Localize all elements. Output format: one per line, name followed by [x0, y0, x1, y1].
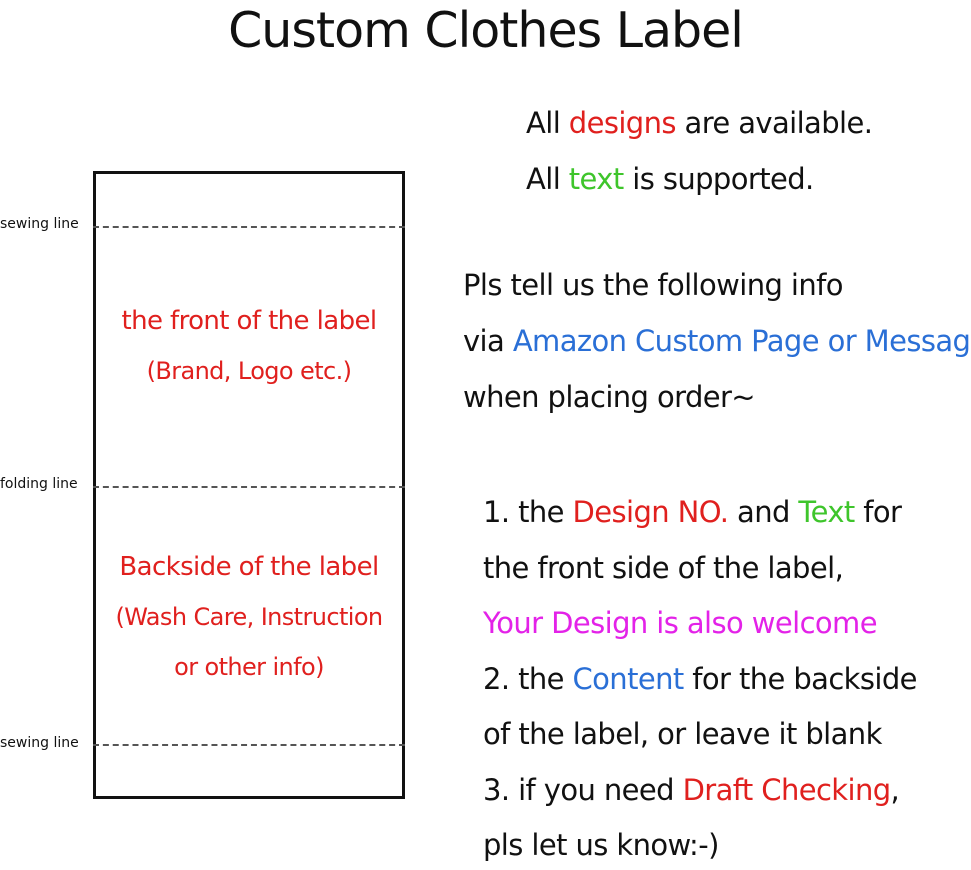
sewing-line-bottom — [93, 744, 405, 746]
text-segment: via — [463, 324, 513, 358]
back-subtitle-1: (Wash Care, Instruction — [115, 603, 383, 631]
text-segment: , — [890, 773, 900, 807]
text-segment: and — [728, 495, 799, 529]
front-section: the front of the label (Brand, Logo etc.… — [93, 296, 405, 396]
text-segment: All — [526, 106, 569, 140]
back-subtitle-2: or other info) — [174, 653, 324, 681]
text-segment: 2. the — [483, 662, 573, 696]
text-segment: for the backside — [683, 662, 917, 696]
sewing-line-top-label: sewing line — [0, 216, 79, 232]
availability-line-1: All designs are available. — [526, 106, 873, 140]
page-title: Custom Clothes Label — [228, 2, 744, 59]
step-2-line-1: 2. the Content for the backside — [483, 662, 918, 696]
back-section: Backside of the label (Wash Care, Instru… — [93, 542, 405, 692]
text-segment: are available. — [675, 106, 873, 140]
availability-line-2: All text is supported. — [526, 162, 814, 196]
step-2-line-2: of the label, or leave it blank — [483, 717, 882, 751]
text-segment: is supported. — [623, 162, 814, 196]
request-line-3: when placing order~ — [463, 380, 756, 414]
text-segment: 1. the — [483, 495, 573, 529]
content-highlight: Content — [572, 662, 685, 696]
text-highlight: Text — [798, 495, 855, 529]
designs-highlight: designs — [568, 106, 677, 140]
text-segment: for — [854, 495, 902, 529]
text-segment: 3. if you need — [483, 773, 683, 807]
front-subtitle: (Brand, Logo etc.) — [146, 357, 352, 385]
step-1-line-2: the front side of the label, — [483, 551, 844, 585]
sewing-line-bottom-label: sewing line — [0, 735, 79, 751]
text-segment: All — [526, 162, 569, 196]
step-3-line-1: 3. if you need Draft Checking, — [483, 773, 900, 807]
front-title: the front of the label — [121, 306, 378, 336]
draft-checking-highlight: Draft Checking — [682, 773, 892, 807]
step-3-line-2: pls let us know:-) — [483, 828, 719, 862]
sewing-line-top — [93, 226, 405, 228]
folding-line — [93, 486, 405, 488]
back-title: Backside of the label — [119, 552, 379, 582]
request-line-2: via Amazon Custom Page or Message — [463, 324, 971, 358]
design-no-highlight: Design NO. — [572, 495, 730, 529]
amazon-custom-highlight: Amazon Custom Page or Message — [512, 324, 971, 358]
step-1-line-3: Your Design is also welcome — [483, 606, 878, 640]
text-highlight: text — [568, 162, 624, 196]
step-1-line-1: 1. the Design NO. and Text for — [483, 495, 902, 529]
label-outline — [93, 171, 405, 799]
folding-line-label: folding line — [0, 476, 78, 492]
request-line-1: Pls tell us the following info — [463, 268, 844, 302]
